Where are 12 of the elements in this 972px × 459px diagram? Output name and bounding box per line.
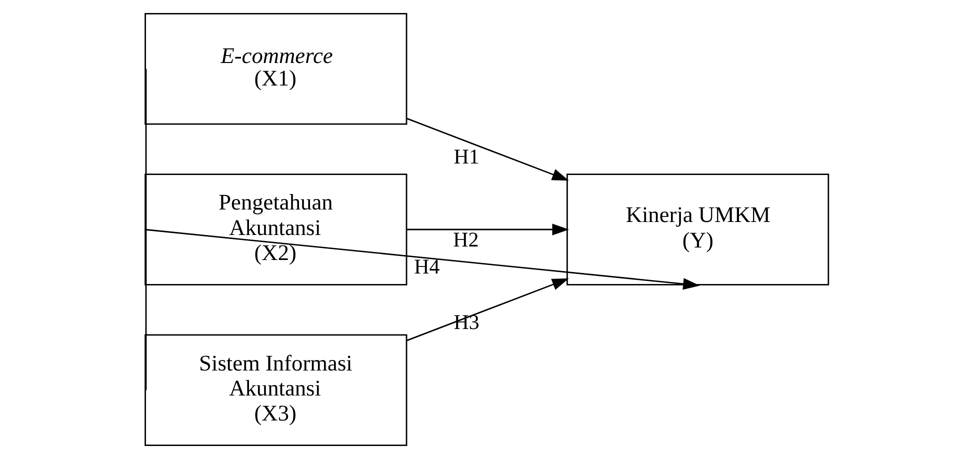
node-box: Kinerja UMKM (Y)	[566, 174, 829, 286]
edge-label: H2	[452, 227, 478, 252]
edge-label: H4	[414, 254, 440, 278]
node-box: Pengetahuan Akuntansi (X2)	[144, 174, 407, 286]
arrow	[406, 278, 568, 342]
edge-label: H1	[453, 144, 479, 168]
arrow	[144, 228, 700, 290]
arrow	[406, 118, 568, 181]
arrow	[406, 224, 569, 236]
connector	[144, 68, 146, 390]
node-box: E-commerce (X1)	[144, 12, 407, 125]
node-box: Sistem Informasi Akuntansi (X3)	[144, 334, 407, 446]
